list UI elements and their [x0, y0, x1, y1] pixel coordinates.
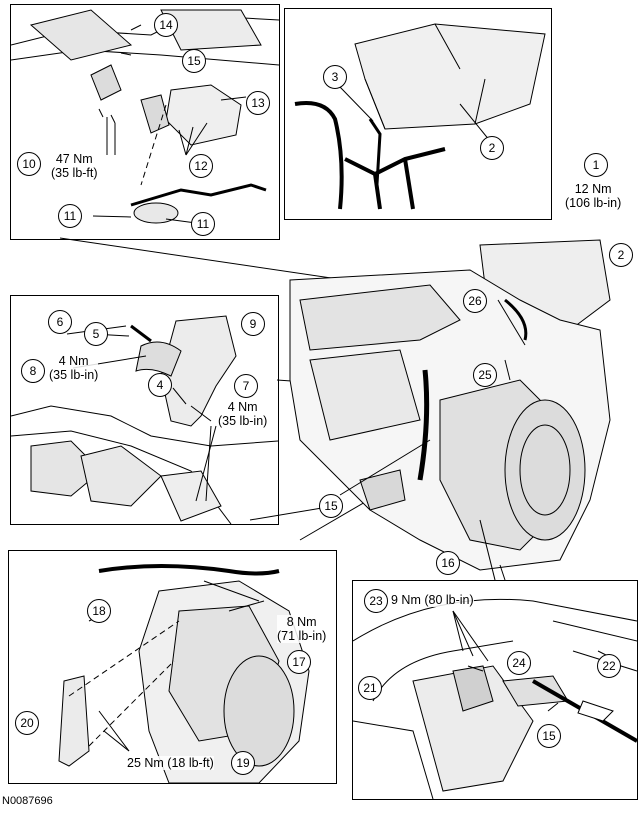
- torque-spec-exhaust-nuts: 47 Nm (35 lb-ft): [51, 152, 98, 180]
- callout-11-left: 11: [58, 204, 82, 228]
- callout-18: 18: [87, 599, 111, 623]
- torque-nm: 4 Nm: [58, 354, 89, 368]
- callout-22: 22: [597, 654, 621, 678]
- callout-6: 6: [48, 310, 72, 334]
- callout-12: 12: [189, 154, 213, 178]
- callout-15-underbody: 15: [537, 724, 561, 748]
- callout-25: 25: [473, 363, 497, 387]
- underbody-illustration: [353, 598, 637, 799]
- skid-plate-illustration: [294, 23, 546, 210]
- callout-11-right: 11: [191, 212, 215, 236]
- torque-imperial: (106 lb-in): [565, 196, 622, 210]
- callout-5: 5: [84, 322, 108, 346]
- callout-15: 15: [182, 49, 206, 73]
- callout-8: 8: [21, 359, 45, 383]
- air-intake-panel: 6 5 9 8 4 Nm (35 lb-in) 4 7 4 Nm (35 lb-…: [10, 295, 279, 525]
- callout-3: 3: [323, 65, 347, 89]
- callout-13: 13: [246, 91, 270, 115]
- callout-9: 9: [241, 312, 265, 336]
- callout-19: 19: [231, 751, 255, 775]
- torque-nm: 4 Nm: [227, 400, 258, 414]
- exhaust-illustration: [11, 9, 279, 224]
- torque-imperial: (35 lb-ft): [51, 166, 98, 180]
- callout-7: 7: [234, 374, 258, 398]
- callout-23: 23: [364, 589, 388, 613]
- underbody-panel: 23 9 Nm (80 lb-in) 24 22 21 15: [352, 580, 638, 800]
- callout-20: 20: [15, 711, 39, 735]
- torque-imperial: (35 lb-in): [49, 368, 99, 382]
- torque-spec-clamp-7: 4 Nm (35 lb-in): [218, 400, 268, 428]
- callout-14: 14: [154, 13, 178, 37]
- air-intake-illustration: [11, 315, 278, 524]
- callout-17: 17: [287, 650, 311, 674]
- torque-nm: 8 Nm: [286, 615, 317, 629]
- callout-4: 4: [148, 373, 172, 397]
- skid-plate-panel: 3 2: [284, 8, 552, 220]
- callout-26: 26: [463, 289, 487, 313]
- torque-spec-bolts-19: 25 Nm (18 lb-ft): [127, 756, 214, 770]
- transaxle-bracket-panel: 18 8 Nm (71 lb-in) 17 20 25 Nm (18 lb-ft…: [8, 550, 337, 784]
- callout-15-center: 15: [319, 494, 343, 518]
- torque-spec-bracket-17: 8 Nm (71 lb-in): [277, 615, 327, 643]
- callout-1: 1: [584, 153, 608, 177]
- torque-imperial: (35 lb-in): [218, 414, 268, 428]
- exhaust-detail-panel: 14 15 13 12 10 47 Nm (35 lb-ft) 11 11: [10, 4, 280, 240]
- torque-imperial: (71 lb-in): [277, 629, 327, 643]
- callout-2-right: 2: [609, 243, 633, 267]
- callout-21: 21: [358, 676, 382, 700]
- callout-2: 2: [480, 136, 504, 160]
- torque-spec-bolts-23: 9 Nm (80 lb-in): [391, 593, 474, 607]
- torque-nm: 47 Nm: [55, 152, 93, 166]
- torque-spec-clamp-8: 4 Nm (35 lb-in): [49, 354, 99, 382]
- torque-spec-skid-bolts: 12 Nm (106 lb-in): [565, 182, 622, 210]
- torque-nm: 12 Nm: [574, 182, 612, 196]
- callout-24: 24: [507, 651, 531, 675]
- figure-code: N0087696: [2, 795, 53, 807]
- callout-16: 16: [436, 551, 460, 575]
- callout-10: 10: [17, 152, 41, 176]
- transaxle-bracket-illustration: [58, 564, 310, 783]
